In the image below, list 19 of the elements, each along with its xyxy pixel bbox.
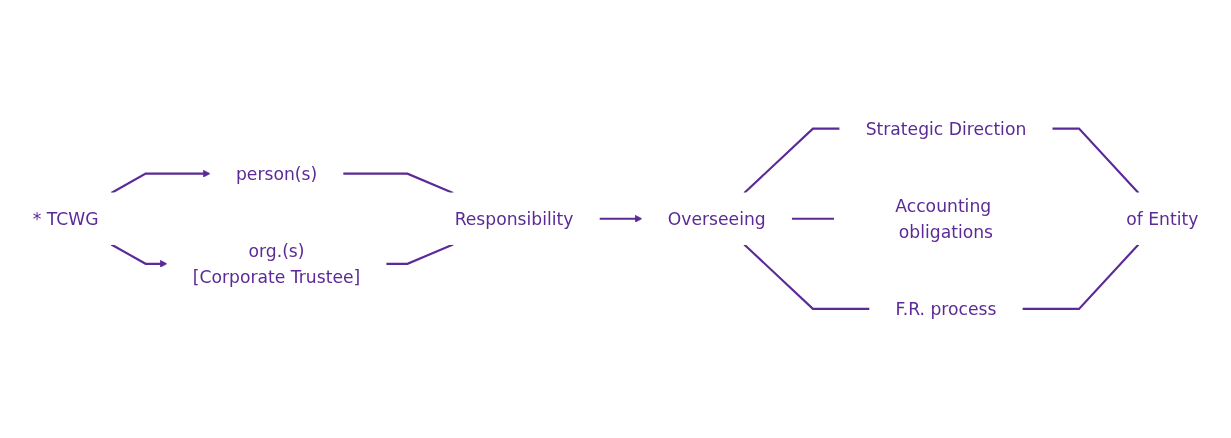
connector xyxy=(1022,244,1140,311)
connector xyxy=(386,243,454,266)
node-text: Overseeing xyxy=(667,208,766,230)
node-text: Accounting obligations xyxy=(895,195,994,243)
node-text: person(s) xyxy=(235,163,318,185)
connector xyxy=(743,127,840,195)
node-text: Strategic Direction xyxy=(865,118,1027,140)
arrow xyxy=(110,170,211,195)
node-text: F.R. process xyxy=(895,298,997,320)
node-text: org.(s) [Corporate Trustee] xyxy=(192,240,361,288)
connector xyxy=(1052,127,1140,194)
node-text: Responsibility xyxy=(454,208,574,230)
connector xyxy=(342,172,454,195)
node-text: * TCWG xyxy=(32,208,99,230)
arrow xyxy=(599,215,643,223)
node-text: of Entity xyxy=(1126,208,1199,230)
connector xyxy=(791,217,835,221)
arrow xyxy=(110,243,168,268)
connector xyxy=(743,243,870,311)
